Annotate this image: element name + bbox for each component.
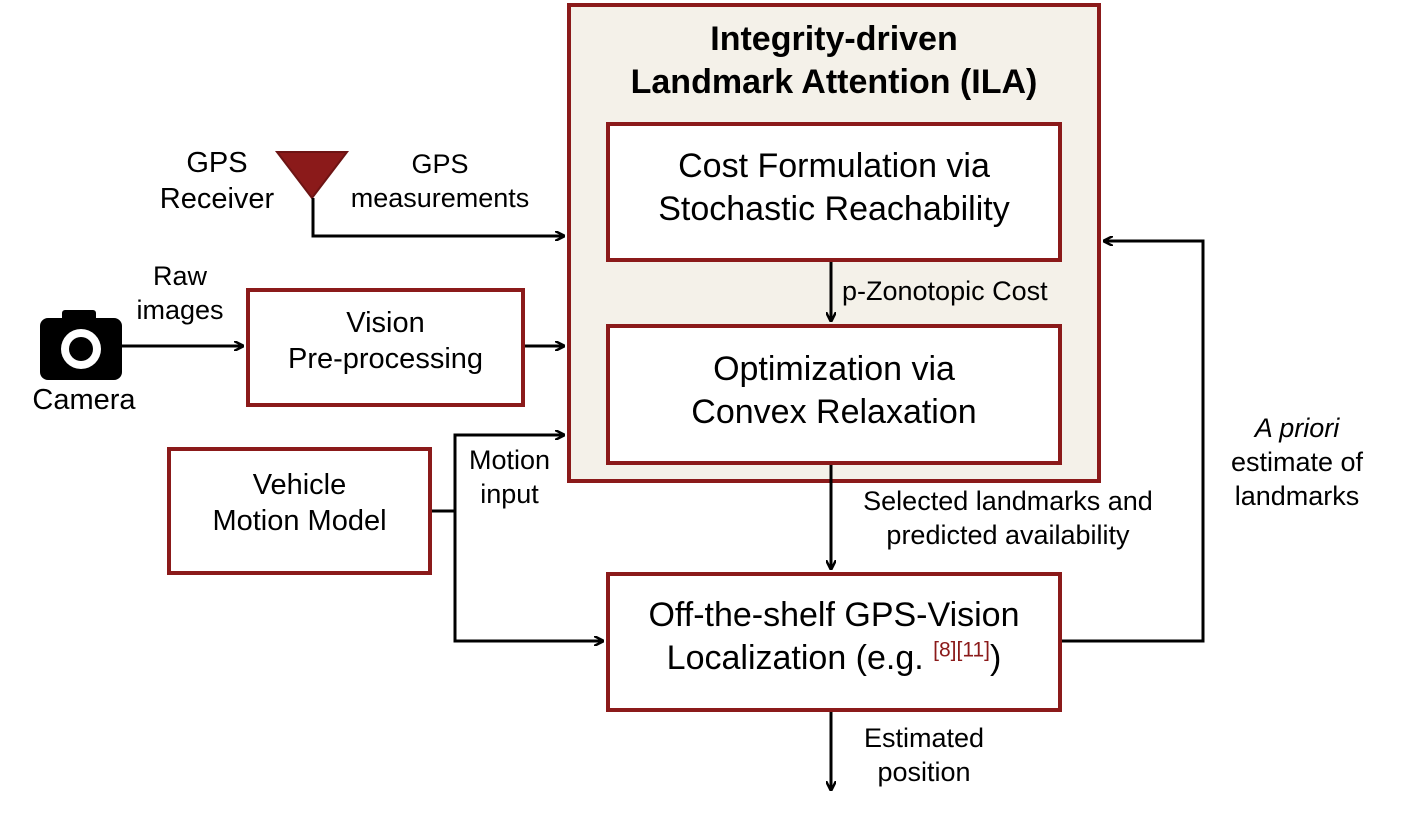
localization-label: Off-the-shelf GPS-Vision Localization (e… [606,594,1062,679]
localization-box [606,572,1062,712]
vehicle-motion-label: Vehicle Motion Model [167,467,432,540]
gps-measurements-label: GPS measurements [330,148,550,216]
vision-preprocessing-box [246,288,525,407]
cost-formulation-label: Cost Formulation via Stochastic Reachabi… [606,145,1062,230]
ila-title-line2: Landmark Attention (ILA) [630,62,1038,101]
apriori-label: A priori estimate of landmarks [1208,412,1386,513]
cost-line1: Cost Formulation via [678,147,990,185]
pzonotopic-label: p-Zonotopic Cost [842,276,1048,306]
estimated-line1: Estimated [863,723,985,753]
apriori-line1: A priori [1254,413,1340,443]
vehicle-line1: Vehicle [252,469,347,501]
gps-label-line1: GPS [186,147,248,179]
opt-line2: Convex Relaxation [691,392,977,431]
vehicle-line2: Motion Model [212,505,387,538]
gps-label-line2: Receiver [159,183,275,216]
vision-line2: Pre-processing [287,343,484,376]
apriori-feedback-arrow [1062,241,1205,643]
motion-line1: Motion [468,445,551,475]
raw-images-label: Raw images [120,260,240,328]
motion-input-label: Motion input [452,444,567,512]
gps-meas-line2: measurements [350,182,530,213]
gps-measurements-arrow [311,198,564,236]
estimated-position-label: Estimated position [844,722,1004,790]
loc-line2-end: ) [990,638,1002,677]
motion-line2: input [480,478,539,509]
motion-input-arrow [432,435,564,513]
motion-to-localization-arrow [453,511,603,641]
ila-title-line1: Integrity-driven [710,20,958,58]
gps-meas-line1: GPS [411,149,469,179]
gps-receiver-label: GPS Receiver [142,145,292,218]
cost-formulation-box [606,122,1062,262]
vehicle-motion-box [167,447,432,575]
cost-line2: Stochastic Reachability [658,189,1010,228]
camera-icon [40,310,122,380]
ila-title: Integrity-driven Landmark Attention (ILA… [567,18,1101,103]
optimization-box [606,324,1062,465]
gps-antenna-icon [274,151,350,200]
selected-landmarks-label: Selected landmarks and predicted availab… [836,485,1180,553]
loc-line1: Off-the-shelf GPS-Vision [648,596,1020,634]
opt-line1: Optimization via [713,350,955,388]
selected-line1: Selected landmarks and [863,486,1153,516]
vision-preprocessing-label: Vision Pre-processing [246,305,525,378]
apriori-line2: estimate of [1230,446,1364,477]
loc-line2-text: Localization (e.g. [666,638,934,677]
loc-line2: Localization (e.g. [8][11]) [606,637,1062,680]
apriori-line3: landmarks [1234,480,1360,511]
optimization-label: Optimization via Convex Relaxation [606,348,1062,433]
estimated-line2: position [877,756,971,787]
selected-line2: predicted availability [886,519,1130,550]
raw-line1: Raw [152,261,207,291]
camera-label: Camera [32,384,136,416]
raw-line2: images [136,294,224,325]
citation-link[interactable]: [8][11] [933,638,990,662]
vision-line1: Vision [346,307,425,339]
